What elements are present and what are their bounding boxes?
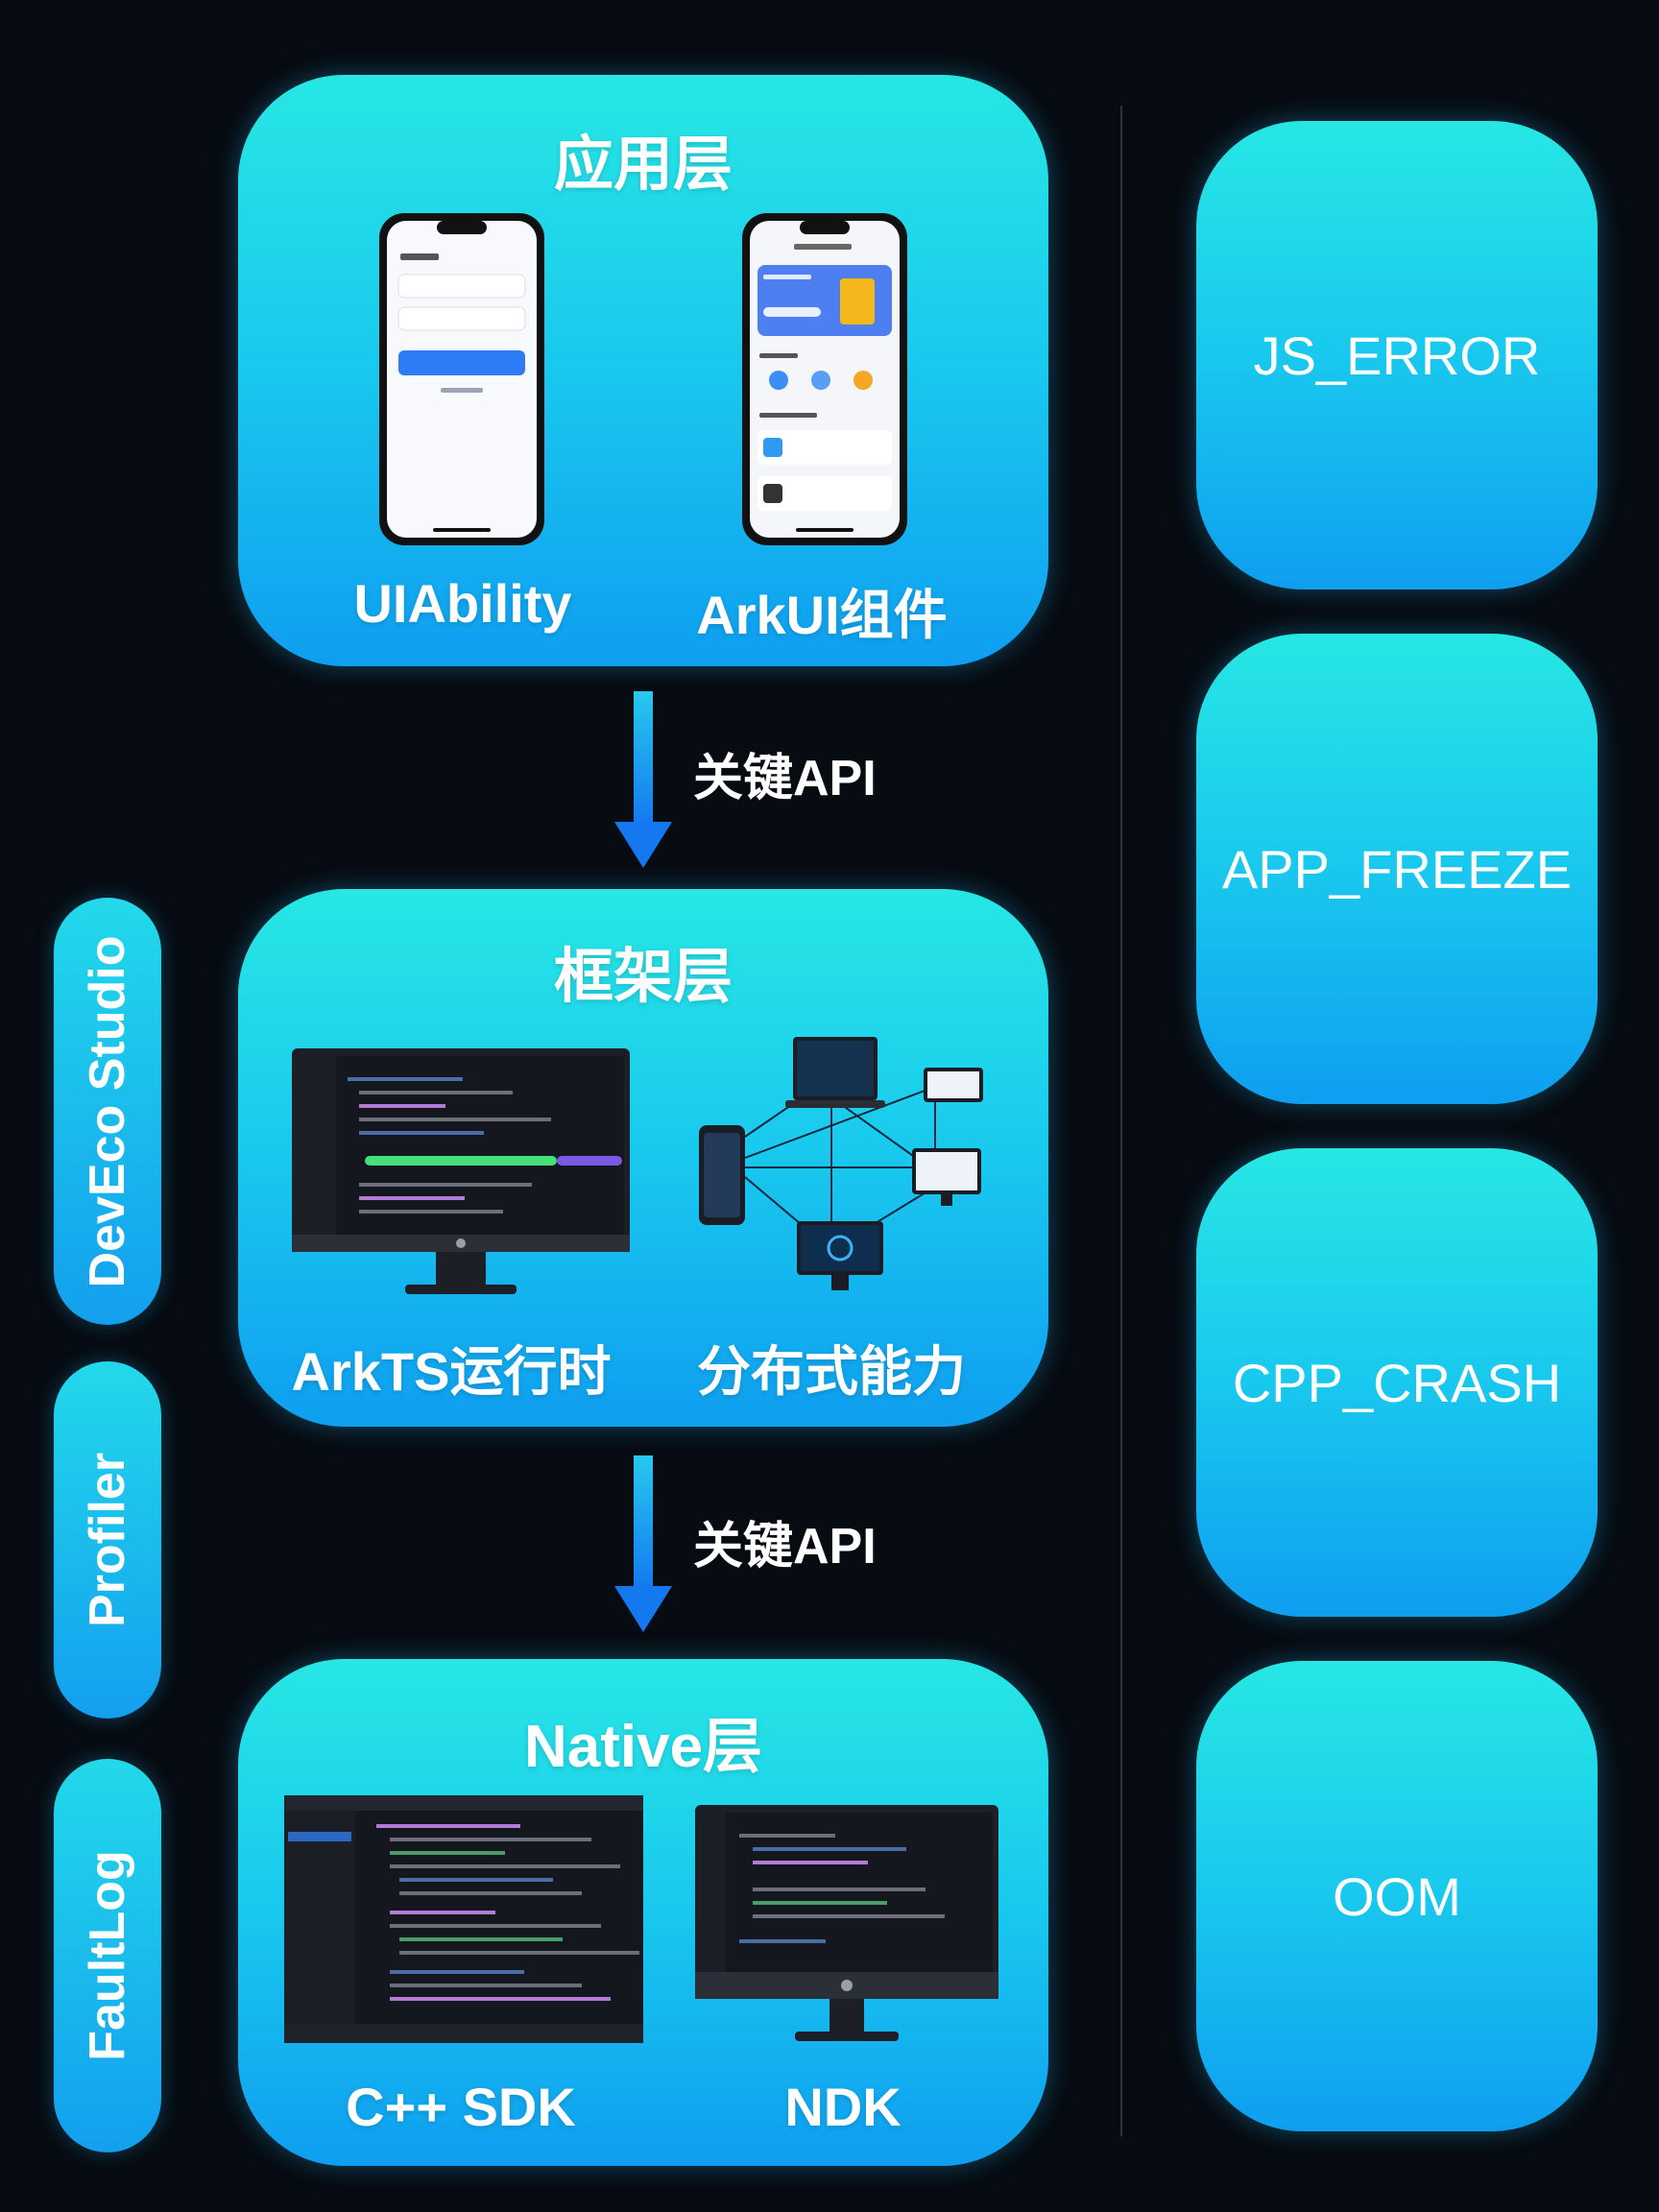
- down-arrow-icon: [614, 691, 672, 868]
- tool-deveco-studio: DevEco Studio: [54, 898, 161, 1325]
- error-type-label: JS_ERROR: [1253, 325, 1541, 386]
- app-layer: 应用层 UIAbility ArkUI组件: [238, 75, 1048, 666]
- ndk-label: NDK: [784, 2077, 902, 2137]
- api-label: 关键API: [693, 1519, 877, 1575]
- arkui-label: ArkUI组件: [696, 585, 948, 645]
- ndk-monitor-illustration: [695, 1805, 998, 2041]
- native-layer: Native层 C++ SDK: [238, 1659, 1048, 2166]
- app-phone-illustration: [742, 213, 907, 545]
- distributed-network-illustration: [699, 1037, 983, 1290]
- api-label: 关键API: [693, 751, 877, 806]
- cpp-ide-illustration: [284, 1795, 643, 2043]
- arkts-runtime-label: ArkTS运行时: [291, 1341, 612, 1402]
- down-arrow-icon: [614, 1455, 672, 1632]
- login-phone-illustration: [379, 213, 544, 545]
- error-type-cpp-crash: CPP_CRASH: [1196, 1148, 1598, 1617]
- error-type-oom: OOM: [1196, 1661, 1598, 2131]
- tool-faultlog: FaultLog: [54, 1759, 161, 2152]
- uiability-label: UIAbility: [353, 573, 572, 634]
- error-type-label: CPP_CRASH: [1232, 1352, 1562, 1413]
- framework-layer: 框架层: [238, 889, 1048, 1427]
- layer-title: Native层: [523, 1714, 763, 1780]
- ide-monitor-illustration: [292, 1048, 630, 1294]
- cpp-sdk-label: C++ SDK: [346, 2077, 576, 2137]
- tool-label: Profiler: [80, 1452, 135, 1628]
- tool-profiler: Profiler: [54, 1361, 161, 1719]
- error-type-label: APP_FREEZE: [1221, 838, 1573, 900]
- layer-title: 框架层: [553, 944, 733, 1010]
- error-type-js-error: JS_ERROR: [1196, 121, 1598, 589]
- tool-label: FaultLog: [80, 1850, 135, 2061]
- error-type-app-freeze: APP_FREEZE: [1196, 634, 1598, 1104]
- distributed-label: 分布式能力: [697, 1341, 966, 1402]
- vertical-divider: [1120, 106, 1122, 2136]
- tool-label: DevEco Studio: [80, 935, 135, 1287]
- layer-title: 应用层: [553, 132, 733, 198]
- error-type-label: OOM: [1333, 1865, 1461, 1927]
